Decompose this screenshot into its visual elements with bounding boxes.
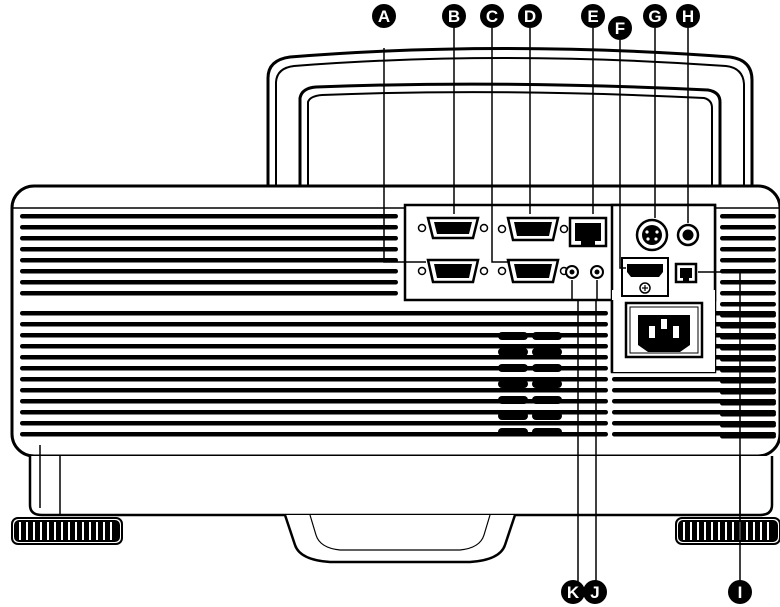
vent-slat <box>20 311 608 316</box>
vent-grille-small <box>498 332 562 436</box>
callout-g: G <box>643 4 667 28</box>
vent-slat <box>612 421 776 426</box>
vent-slat <box>498 332 528 340</box>
callout-i: I <box>728 580 752 604</box>
vent-slat <box>532 332 562 340</box>
svg-text:K: K <box>567 583 580 602</box>
vent-slat <box>720 225 776 230</box>
vent-slat <box>20 236 398 241</box>
callout-b: B <box>442 4 466 28</box>
vent-slat <box>20 322 608 327</box>
vent-slat <box>720 214 776 219</box>
vent-slat <box>498 412 528 420</box>
usb-b-port-icon <box>674 262 698 284</box>
vent-slat <box>20 366 608 371</box>
audio-jack-icon <box>565 265 579 279</box>
vga-port-icon <box>417 258 489 284</box>
vent-slat <box>720 291 776 296</box>
vent-slat <box>20 258 398 263</box>
rs232-port-icon <box>417 216 489 240</box>
audio-jack-icon <box>676 223 700 247</box>
vent-slat <box>20 291 398 296</box>
vent-slat <box>20 225 398 230</box>
svg-text:B: B <box>448 7 460 26</box>
vent-slat <box>498 348 528 356</box>
vent-slat <box>532 348 562 356</box>
ac-power-inlet-icon <box>624 301 704 359</box>
svg-text:G: G <box>648 7 661 26</box>
callout-e: E <box>581 4 605 28</box>
svg-text:I: I <box>738 583 743 602</box>
vent-slat <box>20 214 398 219</box>
callout-j: J <box>583 580 607 604</box>
callout-f: F <box>608 16 632 40</box>
adjustable-foot-left <box>11 517 123 545</box>
svg-text:C: C <box>486 7 498 26</box>
svg-text:A: A <box>378 7 390 26</box>
vent-slat <box>20 377 608 382</box>
svg-text:F: F <box>615 19 625 38</box>
carry-handle <box>266 47 754 186</box>
vent-slat <box>498 380 528 388</box>
vga-port-icon <box>497 258 569 284</box>
vent-slat <box>498 364 528 372</box>
leader-lines <box>383 26 741 584</box>
vent-slat <box>612 432 776 437</box>
callout-h: H <box>676 4 700 28</box>
vent-slat <box>20 399 608 404</box>
vent-slat <box>532 364 562 372</box>
vent-slat <box>498 428 528 436</box>
rj45-port-icon <box>568 216 608 248</box>
vent-slat <box>532 380 562 388</box>
vent-slat <box>20 344 608 349</box>
callout-d: D <box>518 4 542 28</box>
vent-slat <box>720 247 776 252</box>
vent-slat <box>20 421 608 426</box>
vent-slat <box>612 377 776 382</box>
vent-slat <box>612 388 776 393</box>
vent-slat <box>20 432 608 437</box>
vent-slat <box>612 399 776 404</box>
vent-slat <box>498 396 528 404</box>
vent-slat <box>20 333 608 338</box>
adjustable-foot-right <box>675 517 780 545</box>
svg-text:D: D <box>524 7 536 26</box>
hdmi-port-icon <box>621 257 669 297</box>
svg-text:J: J <box>590 583 599 602</box>
vent-slat <box>20 269 398 274</box>
vent-grille-left <box>20 214 608 437</box>
s-video-port-icon <box>635 218 669 252</box>
vent-slat <box>20 355 608 360</box>
callout-c: C <box>480 4 504 28</box>
vent-slat <box>20 388 608 393</box>
audio-jack-icon <box>590 265 604 279</box>
callout-a: A <box>372 4 396 28</box>
svg-text:E: E <box>587 7 598 26</box>
vent-slat <box>720 258 776 263</box>
vent-slat <box>20 280 398 285</box>
vent-slat <box>720 302 776 307</box>
svg-text:H: H <box>682 7 694 26</box>
vga-port-icon <box>497 216 569 242</box>
vent-slat <box>20 410 608 415</box>
callout-k: K <box>561 580 585 604</box>
vent-slat <box>20 247 398 252</box>
vent-slat <box>720 280 776 285</box>
vent-slat <box>532 396 562 404</box>
vent-slat <box>532 428 562 436</box>
vent-slat <box>720 236 776 241</box>
vent-slat <box>612 410 776 415</box>
vent-slat <box>532 412 562 420</box>
